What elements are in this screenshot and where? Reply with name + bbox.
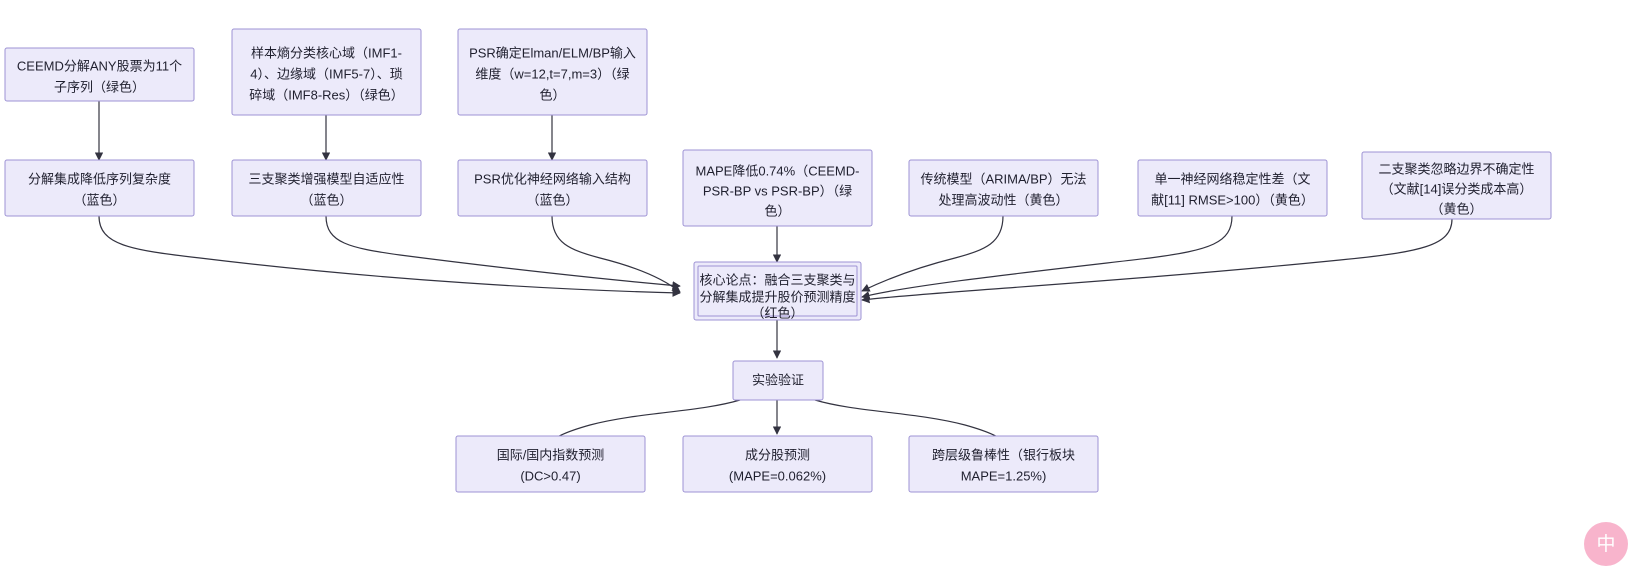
node-constituent-forecast[interactable]: 成分股预测 (MAPE=0.062%) [682,435,873,493]
edge-n10-core [861,218,1453,304]
node-label-line: PSR-BP vs PSR-BP）（绿 [703,183,852,198]
node-label-line: （蓝色） [300,192,352,207]
node-label-line: 二支聚类忽略边界不确定性 [1378,161,1534,176]
node-sample-entropy[interactable]: 样本熵分类核心域（IMF1- 4）、边缘域（IMF5-7）、琐 碎域（IMF8-… [231,28,422,116]
node-label-line: 实验验证 [752,372,804,387]
node-label-line: MAPE=1.25%) [961,468,1047,483]
node-label-line: MAPE降低0.74%（CEEMD- [696,163,860,178]
node-layer: CEEMD分解ANY股票为11个 子序列（绿色） 样本熵分类核心域（IMF1- … [4,28,1552,493]
node-psr-input-dim[interactable]: PSR确定Elman/ELM/BP输入 维度（w=12,t=7,m=3）（绿 色… [457,28,648,116]
node-label-line: 分解集成提升股价预测精度 [699,289,855,304]
node-label-line: 处理高波动性（黄色） [938,192,1068,207]
node-experiment-validation[interactable]: 实验验证 [732,360,824,401]
node-ceemd-decompose[interactable]: CEEMD分解ANY股票为11个 子序列（绿色） [4,47,195,102]
node-label-line: 三支聚类增强模型自适应性 [248,171,404,186]
node-label-line: （红色） [751,305,803,320]
edge-n4-core [98,215,681,298]
edge-n6-core [551,215,681,293]
node-label-line: （黄色） [1430,201,1482,216]
node-label-line: 传统模型（ARIMA/BP）无法 [920,171,1086,186]
node-label-line: PSR优化神经网络输入结构 [474,171,631,186]
node-psr-optimize[interactable]: PSR优化神经网络输入结构 （蓝色） [457,159,648,217]
node-label-line: 核心论点：融合三支聚类与 [699,272,855,287]
node-core-thesis[interactable]: 核心论点：融合三支聚类与 分解集成提升股价预测精度 （红色） [693,261,862,321]
node-mape-improvement[interactable]: MAPE降低0.74%（CEEMD- PSR-BP vs PSR-BP）（绿 色… [682,149,873,227]
node-label-line: (MAPE=0.062%) [729,468,826,483]
node-label-line: 色） [539,87,565,102]
node-label-line: （文献[14]误分类成本高） [1381,181,1533,196]
edge-n5-core [325,215,681,290]
edge-n9-core [861,215,1233,300]
node-index-forecast[interactable]: 国际/国内指数预测 (DC>0.47) [455,435,646,493]
watermark-glyph: 中 [1596,532,1616,555]
watermark-badge: 中 [1584,522,1628,566]
node-label-line: 成分股预测 [745,447,810,462]
node-label-line: 单一神经网络稳定性差（文 [1154,171,1310,186]
node-three-way-clustering[interactable]: 三支聚类增强模型自适应性 （蓝色） [231,159,422,217]
node-label-line: 维度（w=12,t=7,m=3）（绿 [475,66,629,81]
node-label-line: 样本熵分类核心域（IMF1- [251,45,402,60]
node-label-line: 跨层级鲁棒性（银行板块 [932,447,1075,462]
node-label-line: PSR确定Elman/ELM/BP输入 [469,45,636,60]
node-cross-level-robustness[interactable]: 跨层级鲁棒性（银行板块 MAPE=1.25%) [908,435,1099,493]
node-label-line: （蓝色） [526,192,578,207]
node-two-way-clustering-limit[interactable]: 二支聚类忽略边界不确定性 （文献[14]误分类成本高） （黄色） [1361,151,1552,220]
node-label-line: 子序列（绿色） [54,79,145,94]
node-label-line: 献[11] RMSE>100）（黄色） [1151,192,1314,207]
edge-n8-core [861,215,1004,292]
node-label-line: 碎域（IMF8-Res）（绿色） [249,87,404,102]
node-label-line: 色） [764,203,790,218]
node-label-line: 4）、边缘域（IMF5-7）、琐 [250,66,402,81]
node-label-line: 分解集成降低序列复杂度 [28,171,171,186]
node-label-line: （蓝色） [73,192,125,207]
node-label-line: CEEMD分解ANY股票为11个 [17,58,182,73]
node-single-nn-instability[interactable]: 单一神经网络稳定性差（文 献[11] RMSE>100）（黄色） [1137,159,1328,217]
node-label-line: (DC>0.47) [520,468,580,483]
node-traditional-models[interactable]: 传统模型（ARIMA/BP）无法 处理高波动性（黄色） [908,159,1099,217]
node-reduce-complexity[interactable]: 分解集成降低序列复杂度 （蓝色） [4,159,195,217]
node-label-line: 国际/国内指数预测 [497,447,605,462]
